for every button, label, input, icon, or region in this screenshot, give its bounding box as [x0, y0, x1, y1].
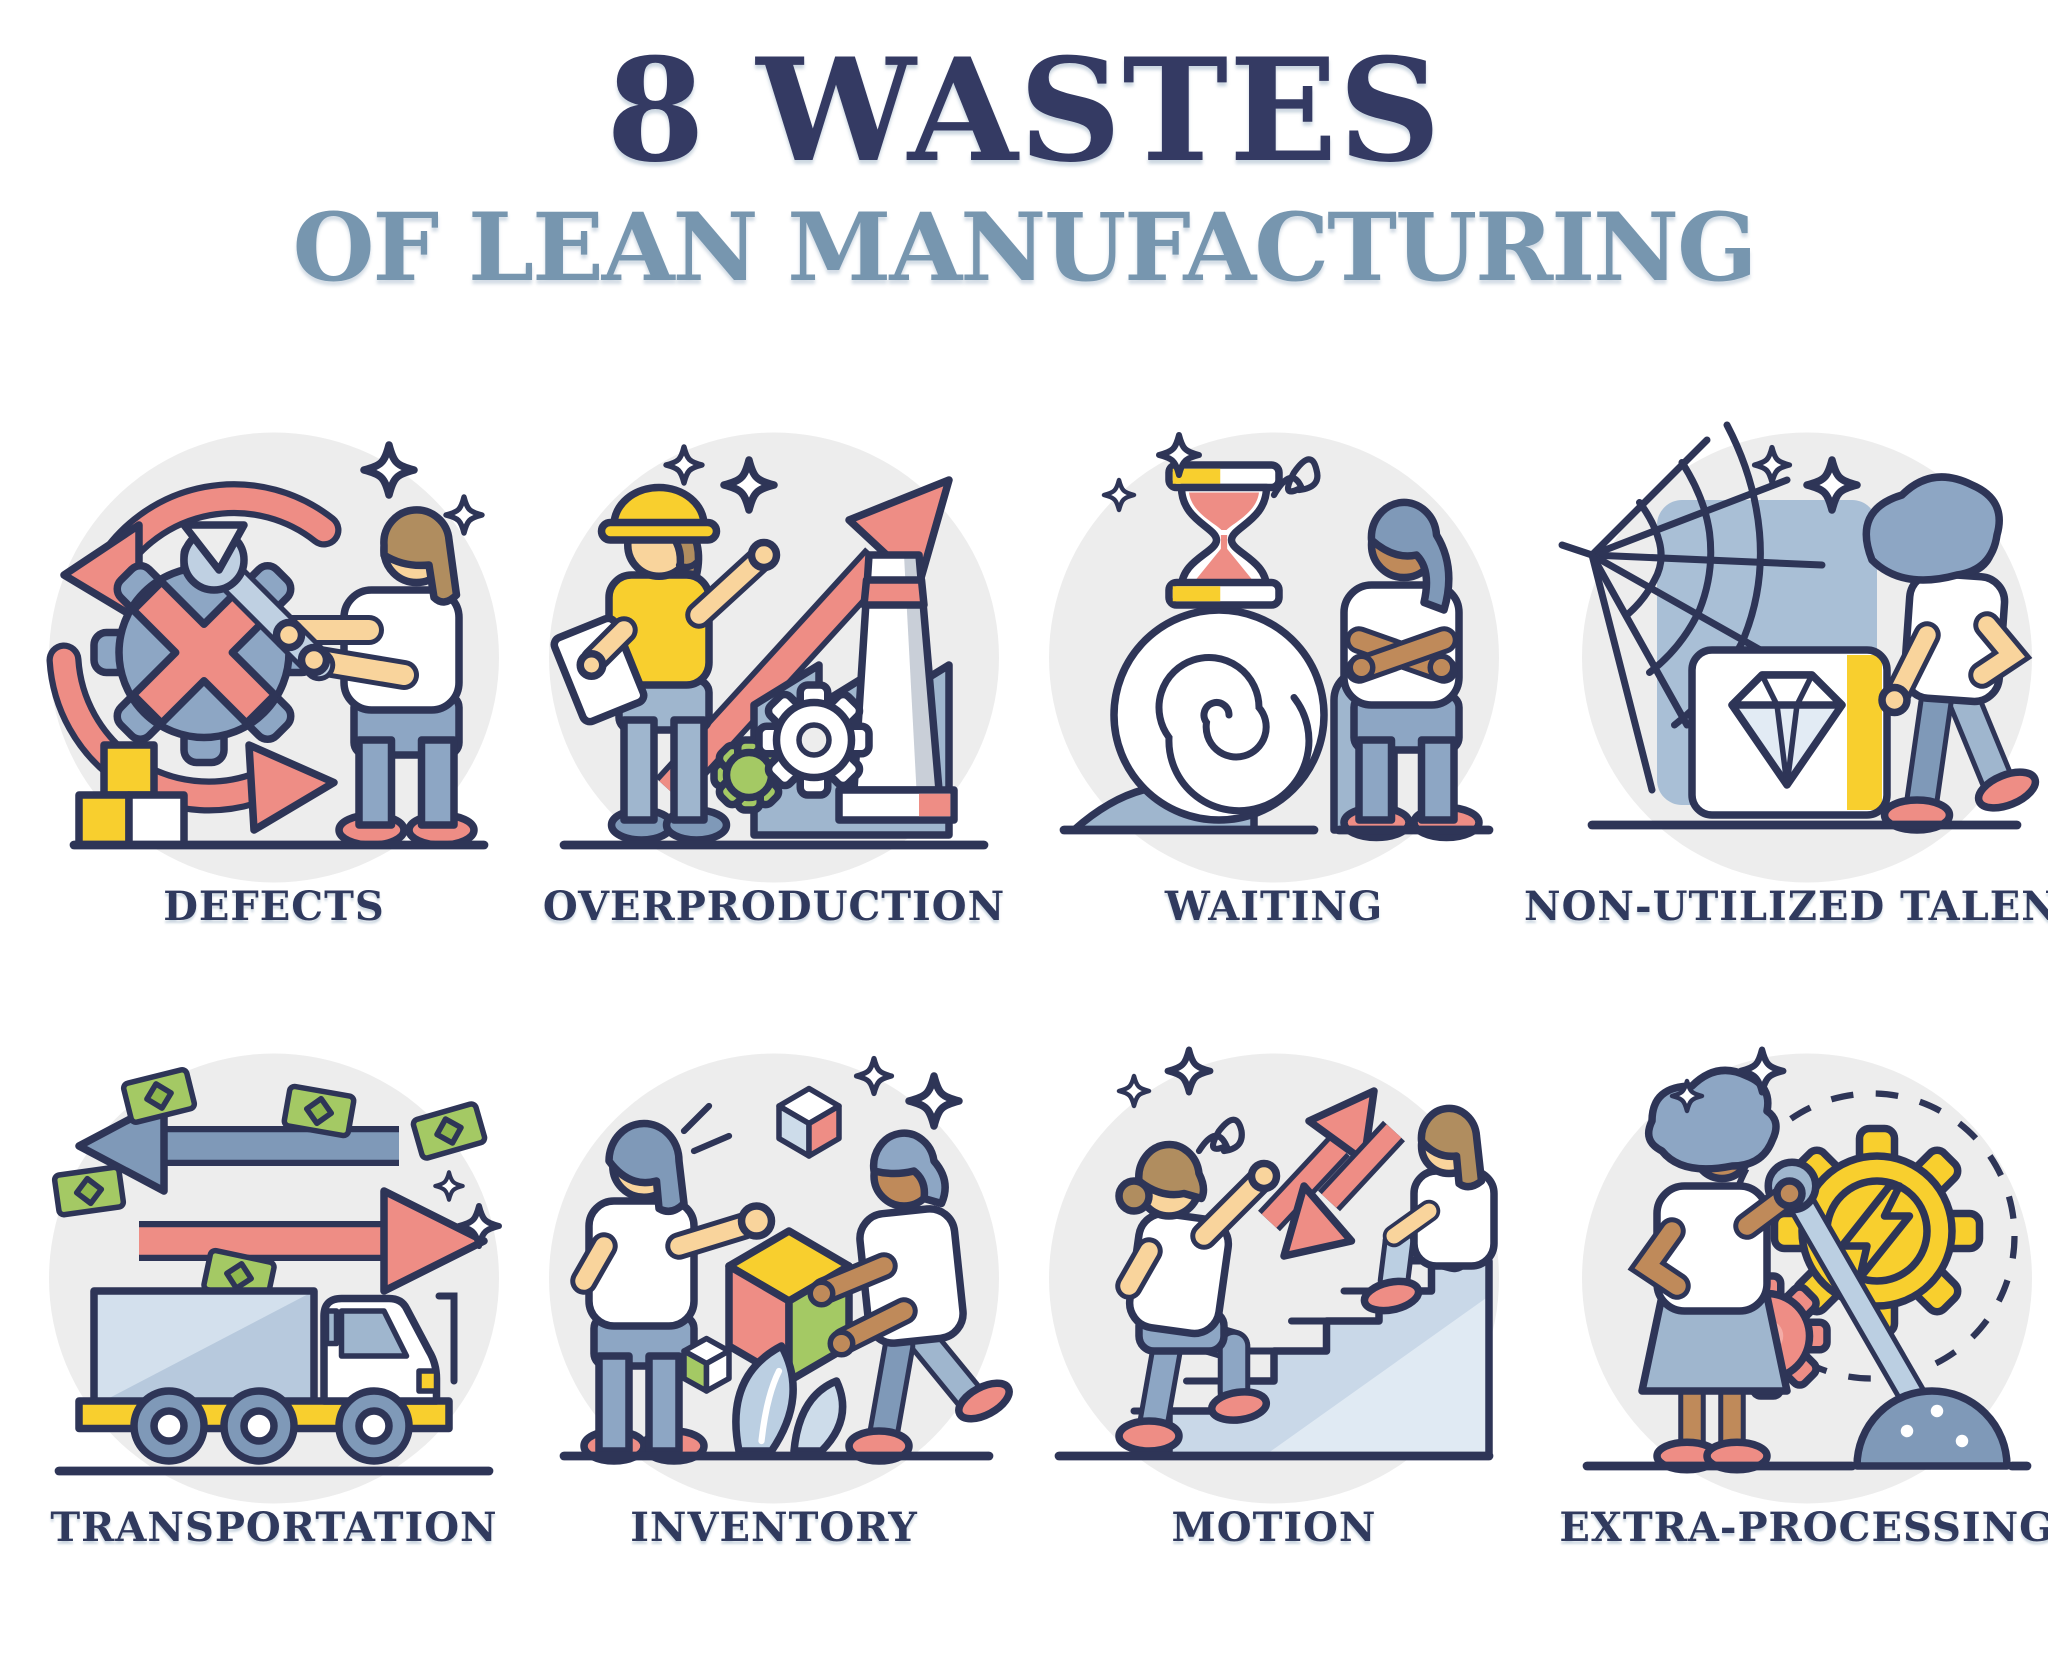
waste-tile-non-utilized-talent: NON-UTILIZED TALENT [1524, 415, 2048, 930]
worker-person [274, 506, 478, 849]
sitting-person [1360, 1104, 1498, 1315]
wrench-icon [180, 521, 336, 682]
sparkle-icon [1669, 1078, 1705, 1114]
sparkle-icon [360, 441, 418, 499]
waste-label-waiting: WAITING [1164, 883, 1384, 931]
page-title: 8 WASTES [606, 28, 1442, 194]
lever-icon [1764, 1158, 2011, 1470]
motion-icon [1049, 1046, 1499, 1504]
waste-tile-transportation: TRANSPORTATION [24, 1036, 524, 1551]
hourglass-icon [1165, 461, 1283, 609]
overproduction-icon [549, 432, 999, 883]
waiting-person [1340, 498, 1483, 842]
sparkle-icon [853, 1056, 895, 1097]
sparkle-icon [663, 444, 705, 486]
up-down-arrows-icon [1258, 1087, 1405, 1260]
engineer-person [550, 483, 781, 844]
money-bills-icon [51, 1067, 488, 1305]
sparkle-icon [1751, 445, 1792, 486]
non-utilized-talent-icon [1558, 421, 2039, 883]
waste-label-non-utilized-talent: NON-UTILIZED TALENT [1524, 883, 2048, 931]
carrying-person [807, 1129, 1013, 1465]
sparkle-icon [905, 1072, 963, 1130]
sparkle-icon [1101, 477, 1137, 513]
stop-gesture-person [570, 1103, 776, 1465]
sparkle-icon [1116, 1073, 1152, 1109]
waste-tile-defects: DEFECTS [24, 415, 524, 930]
x-mark-icon [129, 578, 279, 728]
sparkle-icon [455, 1203, 503, 1250]
sparkle-icon [433, 1170, 465, 1203]
waste-label-transportation: TRANSPORTATION [50, 1504, 498, 1552]
inventory-icon [549, 1053, 1013, 1504]
right-arrow-icon [139, 1187, 488, 1295]
left-arrow-icon [75, 1097, 399, 1195]
waste-label-extra-processing: EXTRA-PROCESSING [1559, 1504, 2048, 1552]
walking-person [1862, 473, 2039, 834]
page-subtitle: OF LEAN MANUFACTURING [292, 192, 1758, 303]
header: 8 WASTES OF LEAN MANUFACTURING [0, 0, 2048, 299]
waste-label-inventory: INVENTORY [630, 1504, 918, 1552]
confusion-squiggle-icon [1195, 1116, 1245, 1155]
gears-icon [710, 681, 873, 814]
waste-label-motion: MOTION [1171, 1504, 1377, 1552]
waste-tile-waiting: WAITING [1024, 415, 1524, 930]
waste-label-defects: DEFECTS [163, 883, 385, 931]
climbing-person [1115, 1140, 1281, 1455]
spider-web-icon [1558, 421, 1826, 794]
truck-icon [75, 1287, 458, 1465]
transportation-icon [49, 1053, 503, 1504]
chimney-icon [835, 551, 958, 824]
dashed-circle [1726, 1090, 2018, 1382]
lightning-bolt-icon [1838, 1182, 1914, 1283]
operator-person [1627, 1066, 1806, 1474]
waste-tile-extra-processing: EXTRA-PROCESSING [1524, 1036, 2048, 1551]
waiting-icon [1049, 432, 1499, 883]
extra-processing-icon [1581, 1046, 2032, 1504]
defects-icon [46, 432, 499, 883]
confusion-squiggle-icon [1270, 456, 1321, 499]
sparkle-icon [443, 494, 485, 536]
wastes-grid: DEFECTS [0, 299, 2048, 1551]
sparkle-icon [1803, 456, 1861, 514]
diamond-card-icon [1688, 646, 1891, 819]
blocks-icon [75, 741, 188, 849]
waste-label-overproduction: OVERPRODUCTION [542, 883, 1006, 931]
waste-tile-motion: MOTION [1024, 1036, 1524, 1551]
small-cubes-icon [681, 1085, 842, 1394]
sparkle-icon [720, 456, 778, 514]
sparkle-icon [1164, 1046, 1214, 1096]
sparkle-icon [1155, 432, 1203, 479]
sparkle-icon [1737, 1046, 1787, 1096]
plant-icon [732, 1342, 847, 1455]
waste-tile-overproduction: OVERPRODUCTION [524, 415, 1024, 930]
waste-tile-inventory: INVENTORY [524, 1036, 1024, 1551]
